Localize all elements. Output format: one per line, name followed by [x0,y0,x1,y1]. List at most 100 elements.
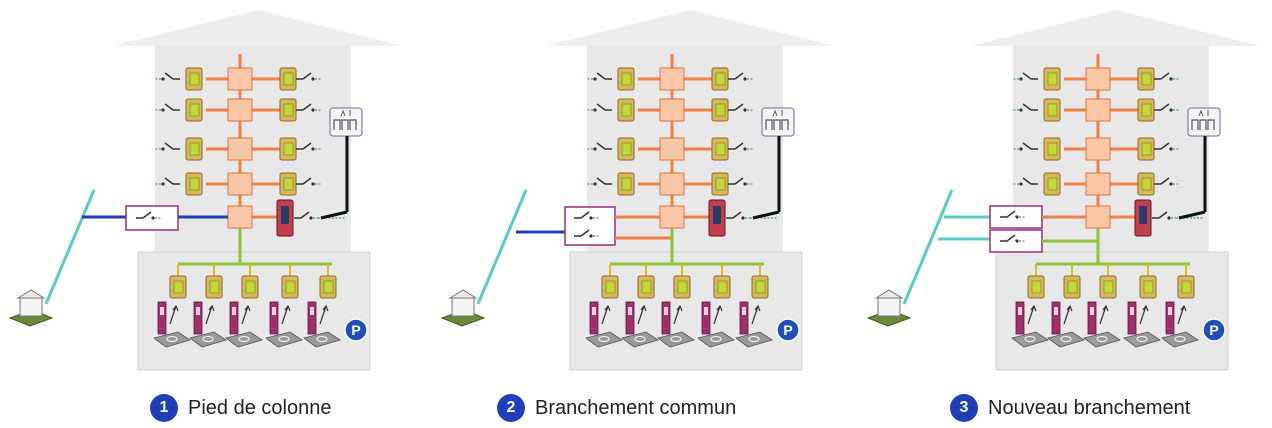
breaker-contact [743,108,747,112]
breaker-blade [164,142,174,150]
charger-post [1051,301,1061,335]
caption-label-1: Pied de colonne [188,396,332,419]
meter-screen [1141,142,1152,156]
circuit-breaker-icon [728,72,754,81]
breaker-blade [1160,177,1170,185]
breaker-contact [311,77,315,81]
breaker-contact [1169,108,1173,112]
meter-screen [209,280,220,294]
breaker-contact [161,108,165,112]
breaker-blade [302,103,312,111]
breaker-contact [741,216,745,220]
meter-icon [279,137,297,161]
meter-icon [185,137,203,161]
circuit-breaker-icon [586,72,612,81]
junction-box [227,98,253,122]
meter-icon [601,275,619,299]
utility-substation-icon [440,289,486,327]
meter-icon [617,137,635,161]
parking-area [995,251,1229,371]
junction-box [1085,67,1111,91]
breaker-contact [1019,182,1023,186]
meter-icon [1063,275,1081,299]
circuit-breaker-icon [296,142,322,151]
breaker-blade [1006,234,1016,242]
ev-charger-icon [1123,301,1161,348]
charger-arrow [1139,304,1149,325]
ev-charger-icon [585,301,623,348]
utility-substation-icon [8,289,54,327]
junction-box [227,67,253,91]
meter-icon [279,98,297,122]
meter-icon [637,275,655,299]
meter-screen [621,142,632,156]
meter-icon [319,275,337,299]
breaker-blade [302,177,312,185]
charger-post [625,301,635,335]
junction-box [1085,137,1111,161]
common-services-arrows [772,109,783,117]
ev-charger-icon [621,301,659,348]
caption-label-2: Branchement commun [535,396,737,419]
parking-area [137,251,371,371]
ev-charger-icon [265,301,303,348]
circuit-breaker-icon [1012,177,1038,186]
circuit-breaker-icon [154,177,180,186]
breaker-blade [734,72,744,80]
charger-post-screen [1054,307,1058,315]
breaker-blade [300,211,310,219]
parking-badge-label: P [351,322,360,338]
circuit-breaker-icon [1154,103,1180,112]
charger-post [1165,301,1175,335]
charger-pad-mark [1024,336,1036,342]
meter-screen [715,142,726,156]
breaker-contact [743,77,747,81]
charger-pad [657,331,695,348]
diagram-branchement-commun: P [440,10,834,371]
meter-icon [711,67,729,91]
meter-screen [621,103,632,117]
meter-icon [205,275,223,299]
circuit-breaker-icon [1154,177,1180,186]
parking-badge [344,318,368,342]
charger-post [193,301,203,335]
breaker-contact [311,182,315,186]
meter-screen [285,280,296,294]
common-services-glyph [333,119,357,130]
charger-post-screen [196,307,200,315]
charger-pad-mark [278,336,290,342]
breaker-contact [1019,77,1023,81]
breaker-blade [596,72,606,80]
breaker-contact [593,182,597,186]
circuit-breaker-icon [1152,211,1178,220]
charger-pad-mark [1174,336,1186,342]
meter-icon [1043,98,1061,122]
junction-box [227,172,253,196]
breaker-blade [734,177,744,185]
breaker-contact [1167,216,1171,220]
breaker-contact [311,108,315,112]
charger-pad-mark [670,336,682,342]
breaker-blade [164,177,174,185]
circuit-breaker-icon [728,177,754,186]
junction-box-main [659,205,685,229]
charger-post-screen [592,307,596,315]
breaker-blade [1022,177,1032,185]
charger-arrow [1177,304,1187,325]
charger-pad [621,331,659,348]
circuit-breaker-icon [574,229,600,238]
meter-icon [1137,137,1155,161]
charger-post-screen [628,307,632,315]
circuit-breaker-icon [728,103,754,112]
charger-pad [303,331,341,348]
meter-screen [1141,177,1152,191]
charger-arrow [281,304,291,325]
junction-box [659,67,685,91]
ev-charger-icon [225,301,263,348]
charger-pad-mark [202,336,214,342]
meter-screen [621,72,632,86]
junction-box [1085,98,1111,122]
breaker-blade [302,72,312,80]
charger-post [1127,301,1137,335]
meter-screen [1047,103,1058,117]
